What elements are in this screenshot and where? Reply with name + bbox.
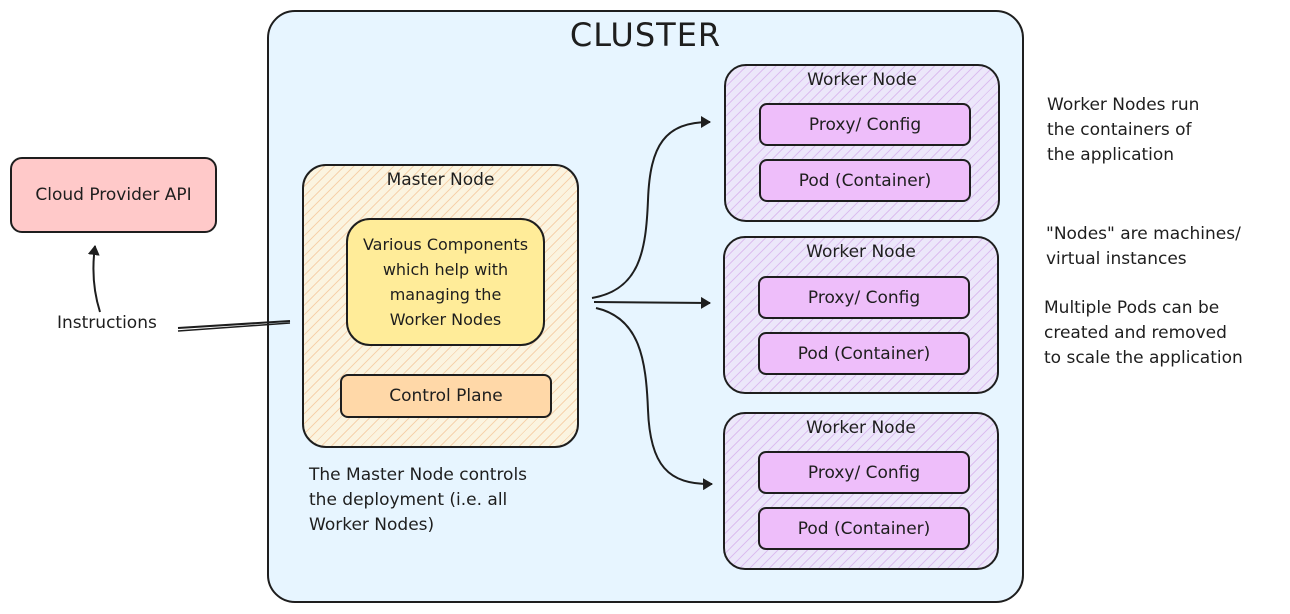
pod-container-box: Pod (Container) [758, 332, 970, 375]
instructions-line [177, 320, 291, 329]
master-node-note: The Master Node controls the deployment … [309, 463, 527, 538]
note-line: "Nodes" are machines/ [1046, 224, 1241, 244]
note-line: to scale the application [1044, 348, 1243, 368]
proxy-config-label: Proxy/ Config [808, 114, 922, 135]
note-line: virtual instances [1046, 249, 1187, 269]
cloud-provider-api-box: Cloud Provider API [10, 157, 217, 233]
proxy-config-box: Proxy/ Config [758, 276, 970, 319]
master-node-title: Master Node [386, 170, 495, 190]
instructions-to-cloud-arrow [87, 245, 101, 313]
master-note-line-2: the deployment (i.e. all [309, 490, 508, 510]
components-line-3: managing the [389, 285, 502, 304]
nodes-are-machines-note: "Nodes" are machines/ virtual instances [1046, 222, 1241, 272]
master-note-line-1: The Master Node controls [309, 465, 528, 485]
control-plane-box: Control Plane [340, 374, 552, 418]
note-line: the containers of [1047, 120, 1192, 140]
pod-container-label: Pod (Container) [797, 343, 931, 364]
worker-node-title: Worker Node [806, 242, 916, 262]
multiple-pods-note: Multiple Pods can be created and removed… [1044, 296, 1243, 371]
worker-nodes-run-note: Worker Nodes run the containers of the a… [1047, 93, 1199, 168]
proxy-config-label: Proxy/ Config [807, 462, 921, 483]
components-line-2: which help with [382, 260, 509, 279]
cloud-provider-api-label: Cloud Provider API [35, 185, 192, 205]
various-components-box: Various Components which help with manag… [346, 218, 545, 346]
note-line: Worker Nodes run [1047, 95, 1200, 115]
components-line-1: Various Components [362, 235, 529, 254]
worker-node-title: Worker Node [807, 70, 917, 90]
note-line: the application [1047, 145, 1175, 165]
master-to-worker-1-arrow [591, 116, 711, 299]
worker-node-title: Worker Node [806, 418, 916, 438]
instructions-label: Instructions [57, 313, 157, 333]
proxy-config-label: Proxy/ Config [807, 287, 921, 308]
pod-container-box: Pod (Container) [758, 507, 970, 550]
note-line: created and removed [1044, 323, 1227, 343]
proxy-config-box: Proxy/ Config [758, 451, 970, 494]
components-line-4: Worker Nodes [389, 310, 502, 329]
master-note-line-3: Worker Nodes) [309, 515, 435, 535]
cluster-title: CLUSTER [569, 16, 722, 54]
master-to-worker-3-arrow [595, 307, 713, 491]
proxy-config-box: Proxy/ Config [759, 103, 971, 146]
master-to-worker-2-arrow [593, 296, 711, 309]
control-plane-label: Control Plane [389, 386, 503, 406]
pod-container-label: Pod (Container) [798, 170, 932, 191]
pod-container-label: Pod (Container) [797, 518, 931, 539]
pod-container-box: Pod (Container) [759, 159, 971, 202]
note-line: Multiple Pods can be [1044, 298, 1220, 318]
